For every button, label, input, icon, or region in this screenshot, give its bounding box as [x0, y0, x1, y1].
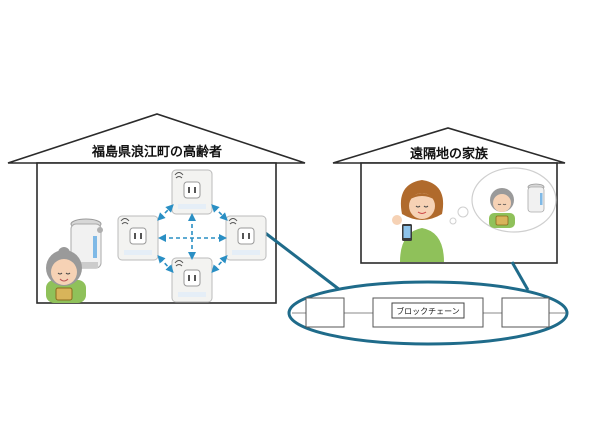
smart-plug-icon: [171, 257, 213, 303]
connector-left: [263, 230, 341, 292]
mesh-arrows: [157, 204, 228, 273]
blockchain-ellipse-icon: ブロックチェーン: [287, 280, 569, 346]
elderly-woman-small-icon: [489, 188, 515, 228]
smart-plug-icon: [117, 215, 159, 261]
chain-block: [372, 297, 484, 328]
elderly-woman-icon: [46, 247, 86, 303]
arrow: [157, 255, 174, 273]
thought-bubble-icon: [449, 167, 557, 233]
connector-right: [510, 261, 530, 291]
smart-plug-icon: [171, 169, 213, 215]
electric-pot-icon: [70, 218, 103, 269]
chain-block: [305, 297, 345, 328]
arrow: [157, 204, 174, 221]
arrow: [211, 204, 228, 221]
arrow: [211, 255, 228, 273]
electric-pot-small-icon: [527, 183, 545, 213]
smart-plug-icon: [225, 215, 267, 261]
left-house-title: 福島県浪江町の高齢者: [91, 144, 222, 160]
daughter-with-phone-icon: [392, 180, 444, 262]
right-house-title: 遠隔地の家族: [410, 146, 489, 162]
chain-label-box: [391, 302, 465, 319]
chain-block: [501, 297, 550, 328]
blockchain-label: ブロックチェーン: [396, 306, 460, 316]
